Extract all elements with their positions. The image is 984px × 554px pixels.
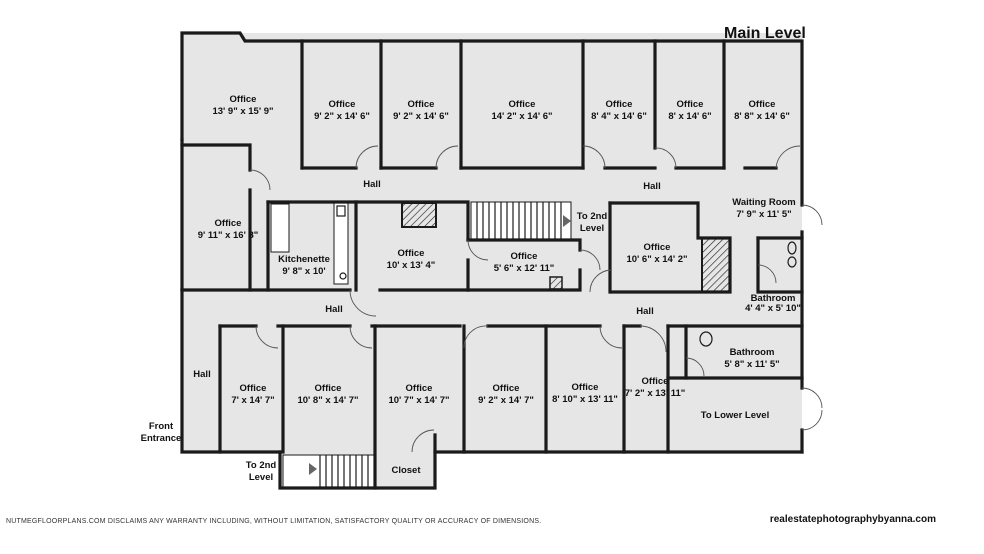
- room-name: Office: [408, 99, 435, 110]
- stairs-label: To Lower Level: [701, 410, 769, 421]
- bathroom-fixtures: [699, 241, 797, 347]
- room-size: 8' 10" x 13' 11": [552, 394, 618, 405]
- page-title: Main Level: [724, 25, 806, 42]
- stairs-lower: [282, 454, 376, 489]
- room-name: Office: [398, 248, 425, 259]
- room-size: 13' 9" x 15' 9": [212, 106, 273, 117]
- room-name: Office: [230, 94, 257, 105]
- room-size: 9' 11" x 16' 8": [198, 230, 259, 241]
- room-size: 9' 8" x 10': [282, 266, 325, 277]
- room-name: Office: [406, 383, 433, 394]
- room-size: 5' 8" x 11' 5": [724, 359, 779, 370]
- stairs-label: To 2nd: [577, 211, 608, 222]
- room-name: Waiting Room: [732, 197, 796, 208]
- sink-icon: [336, 205, 346, 217]
- stairs-label: To 2nd: [246, 460, 277, 471]
- disclaimer-text: NUTMEGFLOORPLANS.COM DISCLAIMS ANY WARRA…: [6, 518, 542, 525]
- room-name: Office: [677, 99, 704, 110]
- room-name: Office: [240, 383, 267, 394]
- bottom-office-walls: [218, 324, 804, 490]
- room-size: 7' 2" x 13' 11": [625, 388, 686, 399]
- top-office-walls: [180, 39, 778, 292]
- room-size: 10' 8" x 14' 7": [297, 395, 358, 406]
- room-name: Office: [644, 242, 671, 253]
- room-name: Office: [509, 99, 536, 110]
- room-size: 9' 2" x 14' 6": [393, 111, 449, 122]
- stairs-label: Level: [249, 472, 273, 483]
- room-name: Bathroom: [730, 347, 775, 358]
- room-size: 8' 4" x 14' 6": [591, 111, 647, 122]
- room-name: Office: [315, 383, 342, 394]
- entrance-label: Front: [149, 421, 174, 432]
- photographer-credit: realestatephotographybyanna.com: [769, 514, 936, 525]
- room-name: Kitchenette: [278, 254, 330, 265]
- room-size: 7' x 14' 7": [231, 395, 274, 406]
- room-size: 14' 2" x 14' 6": [491, 111, 552, 122]
- room-name: Office: [642, 376, 669, 387]
- stairs-upper: [470, 201, 572, 241]
- room-name: Office: [572, 382, 599, 393]
- sink-icon: [787, 256, 797, 268]
- room-labels: Main Level Office 13' 9" x 15' 9" Office…: [141, 25, 806, 483]
- room-name: Office: [511, 251, 538, 262]
- room-size: 10' 7" x 14' 7": [388, 395, 449, 406]
- room-size: 7' 9" x 11' 5": [736, 209, 791, 220]
- room-size: 4' 4" x 5' 10": [745, 303, 801, 314]
- stove-icon: [339, 272, 347, 280]
- hall-label: Hall: [643, 181, 660, 192]
- room-name: Office: [606, 99, 633, 110]
- room-size: 10' x 13' 4": [387, 260, 436, 271]
- room-size: 8' 8" x 14' 6": [734, 111, 790, 122]
- room-name: Office: [493, 383, 520, 394]
- middle-walls: [180, 200, 804, 294]
- entrance-label: Entrance: [141, 433, 182, 444]
- room-name: Office: [329, 99, 356, 110]
- hall-label: Hall: [636, 306, 653, 317]
- room-size: 10' 6" x 14' 2": [626, 254, 687, 265]
- chase-blocks: [401, 202, 731, 293]
- room-size: 9' 2" x 14' 6": [314, 111, 370, 122]
- kitchen-counter: [270, 201, 349, 285]
- room-size: 5' 6" x 12' 11": [494, 263, 555, 274]
- room-name: Closet: [391, 465, 421, 476]
- stair-arrow-icon: [309, 463, 317, 475]
- room-name: Office: [215, 218, 242, 229]
- door-swings: [249, 145, 823, 453]
- toilet-icon: [787, 241, 797, 255]
- room-name: Bathroom: [751, 293, 796, 304]
- hall-label: Hall: [363, 179, 380, 190]
- hall-label: Hall: [325, 304, 342, 315]
- room-size: 9' 2" x 14' 7": [478, 395, 534, 406]
- room-name: Office: [749, 99, 776, 110]
- stairs-label: Level: [580, 223, 604, 234]
- hall-label: Hall: [193, 369, 210, 380]
- room-size: 8' x 14' 6": [668, 111, 711, 122]
- outer-walls: [180, 31, 804, 490]
- stair-arrow-icon: [563, 215, 571, 227]
- toilet-icon: [699, 331, 713, 347]
